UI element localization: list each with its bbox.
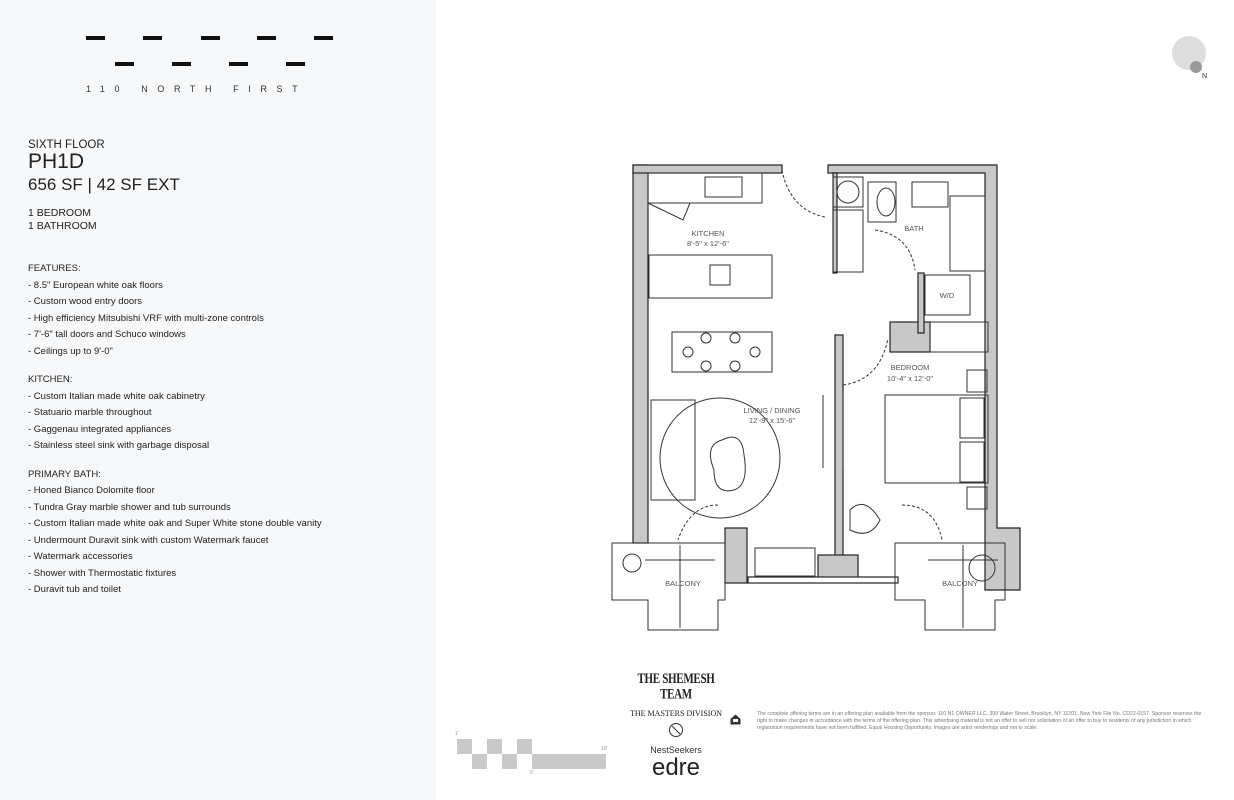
list-item: - High efficiency Mitsubishi VRF with mu… — [28, 312, 264, 324]
masters-division-logo: THE MASTERS DIVISION — [630, 709, 722, 718]
unit-area: 656 SF | 42 SF EXT — [28, 175, 180, 194]
floor-label: SIXTH FLOOR — [28, 139, 105, 151]
list-item: - Custom Italian made white oak cabinetr… — [28, 390, 205, 402]
sofa — [650, 399, 696, 501]
kitchen-island — [648, 254, 773, 299]
bedroom-count: 1 BEDROOM — [28, 207, 92, 219]
bath-section: PRIMARY BATH: - Honed Bianco Dolomite fl… — [28, 467, 428, 599]
edre-logo: edre — [651, 754, 701, 781]
bathroom-count: 1 BATHROOM — [28, 220, 97, 232]
brand-name: 110 NORTH FIRST — [86, 84, 308, 94]
room-label-bedroom: BEDROOM — [891, 363, 930, 372]
list-item: - Custom wood entry doors — [28, 296, 143, 307]
room-dims-kitchen: 8'-5" x 12'-6" — [687, 239, 729, 248]
list-item: - Honed Bianco Dolomite floor — [28, 485, 155, 496]
list-item: - Duravit tub and toilet — [28, 584, 121, 595]
list-item: - Gaggenau integrated appliances — [28, 423, 172, 435]
kitchen-section: KITCHEN: - Custom Italian made white oak… — [28, 372, 428, 455]
room-dims-living: 12'-9" x 15'-6" — [749, 416, 795, 425]
room-label-balcony-right: BALCONY — [942, 579, 978, 588]
kitchen-counter — [647, 172, 763, 204]
room-label-kitchen: KITCHEN — [692, 229, 725, 238]
shemesh-logo: THE SHEMESH TEAM — [637, 671, 715, 703]
scale-label: 1' — [455, 731, 459, 737]
rug — [659, 397, 781, 519]
scale-label: 5' — [530, 770, 534, 776]
compass-label: N — [1202, 73, 1208, 80]
list-item: - Watermark accessories — [28, 551, 133, 562]
bed — [884, 394, 989, 484]
compass-north-marker — [1190, 61, 1202, 73]
list-item: - Ceilings up to 9'-0" — [28, 345, 113, 357]
list-item: - Statuario marble throughout — [28, 407, 152, 418]
section-title: FEATURES: — [28, 263, 81, 274]
features-section: FEATURES: - 8.5" European white oak floo… — [28, 261, 428, 360]
room-dims-bedroom: 10'-4" x 12'-0" — [887, 374, 933, 383]
room-label-living: LIVING / DINING — [743, 406, 800, 415]
washer-dryer — [924, 274, 971, 316]
nestseekers-icon — [669, 723, 683, 737]
room-label-balcony-left: BALCONY — [665, 579, 701, 588]
door-swings — [677, 169, 943, 541]
room-label-wd: W/D — [940, 291, 955, 300]
list-item: - Shower with Thermostatic fixtures — [28, 567, 177, 579]
unit-info: SIXTH FLOOR PH1D 656 SF | 42 SF EXT 1 BE… — [28, 139, 428, 599]
balcony-left — [611, 542, 726, 631]
partner-logos: THE SHEMESH TEAM THE MASTERS DIVISION Ne… — [628, 671, 724, 781]
list-item: - 8.5" European white oak floors — [28, 279, 163, 291]
balcony-right — [894, 542, 1006, 631]
list-item: - Custom Italian made white oak and Supe… — [28, 518, 322, 529]
unit-name: PH1D — [28, 150, 85, 173]
dining-table — [671, 331, 773, 373]
scale-label: 10' — [601, 746, 608, 752]
list-item: - Undermount Duravit sink with custom Wa… — [28, 534, 269, 546]
room-label-bath: BATH — [904, 224, 923, 233]
legal-disclaimer: The complete offering terms are in an of… — [757, 711, 1202, 731]
list-item: - 7'-6" tall doors and Schuco windows — [28, 329, 186, 340]
list-item: - Tundra Gray marble shower and tub surr… — [28, 501, 231, 513]
room-labels: KITCHEN 8'-5" x 12'-6" BATH W/D BEDROOM … — [665, 224, 978, 588]
nestseekers-logo: NestSeekers — [650, 745, 702, 755]
info-panel: 110 NORTH FIRST SIXTH FLOOR PH1D 656 SF … — [0, 0, 608, 800]
equal-housing-icon — [730, 714, 741, 725]
brand-logo: 110 NORTH FIRST — [86, 36, 336, 96]
section-title: KITCHEN: — [28, 374, 73, 385]
bathtub — [949, 195, 986, 272]
section-title: PRIMARY BATH: — [28, 468, 101, 480]
list-item: - Stainless steel sink with garbage disp… — [28, 440, 210, 451]
fixtures — [611, 172, 1006, 631]
desk — [754, 547, 816, 577]
